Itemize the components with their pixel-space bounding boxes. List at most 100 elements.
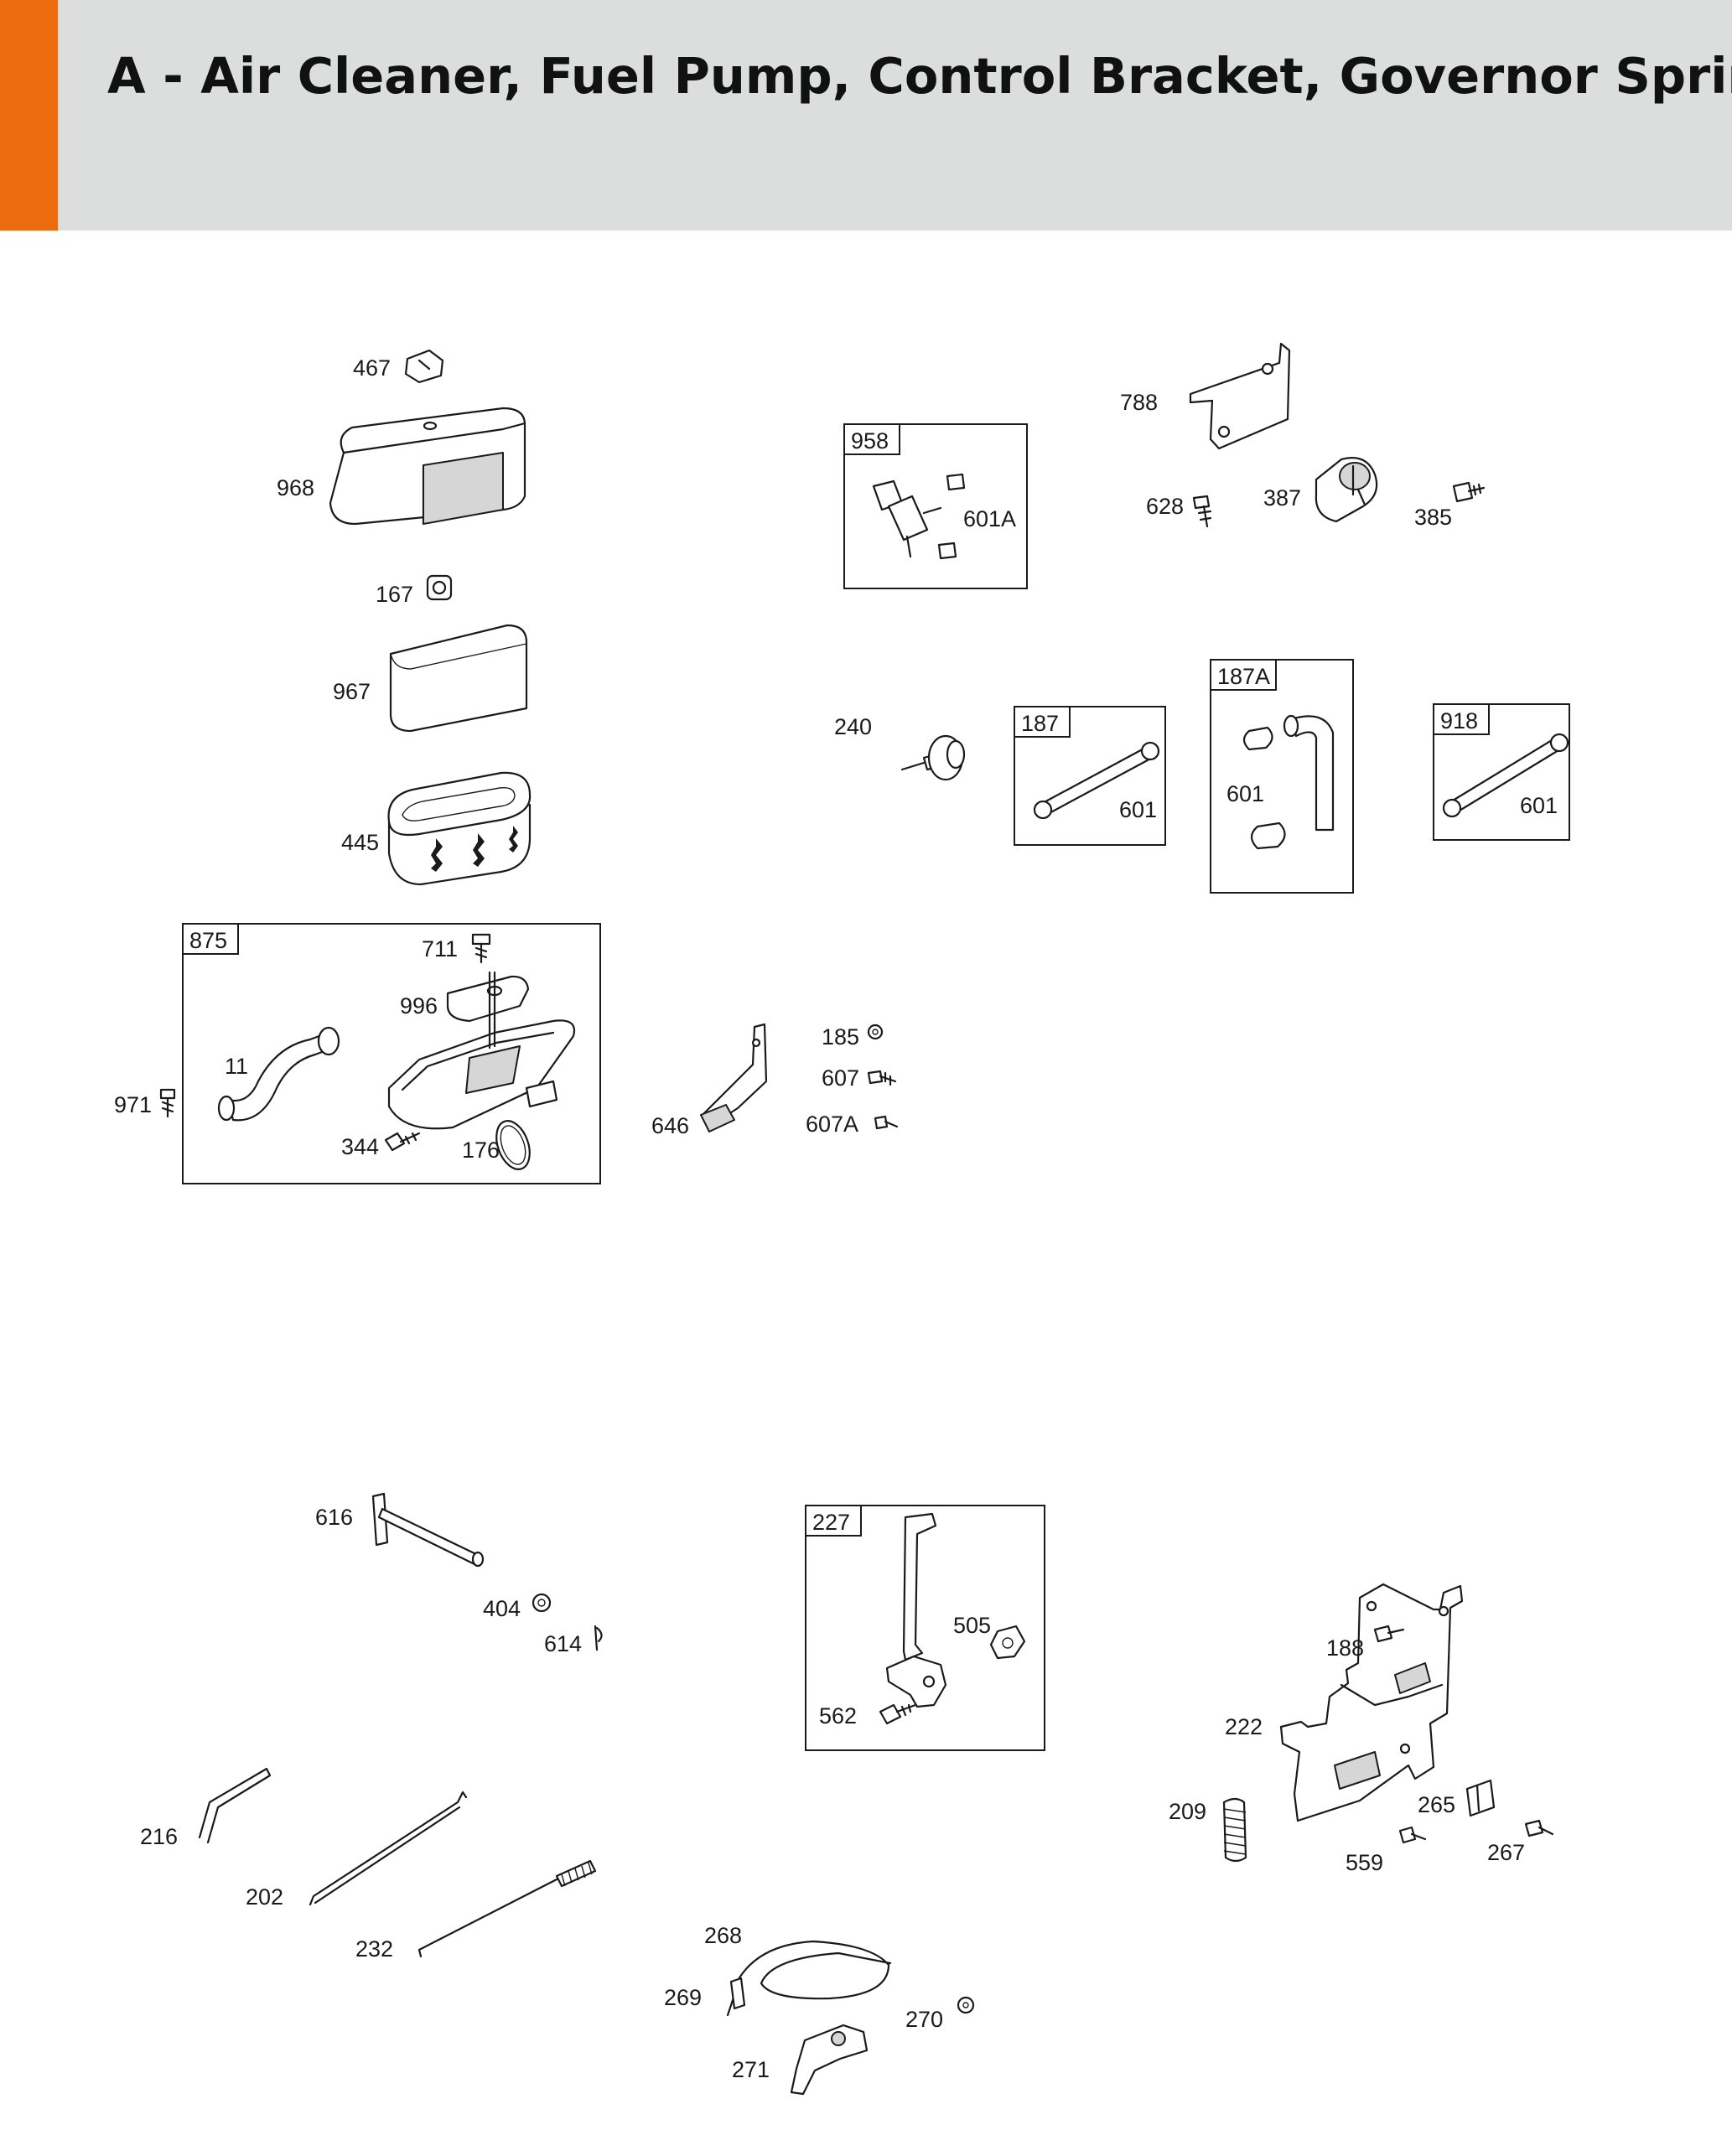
part-607-screw [867, 1070, 897, 1086]
callout-967: 967 [333, 679, 371, 704]
callout-267: 267 [1487, 1840, 1525, 1865]
callout-167: 167 [376, 582, 413, 607]
part-167-grommet [426, 574, 453, 601]
callout-562: 562 [819, 1703, 857, 1728]
group-box-875: 875 [182, 923, 601, 1184]
part-967-pre-cleaner [389, 624, 528, 733]
callout-628: 628 [1146, 494, 1184, 519]
part-202-link-rod [309, 1791, 468, 1906]
part-271-control-lever [790, 2024, 869, 2096]
part-222-control-bracket [1279, 1583, 1464, 1822]
part-176-gasket [495, 1120, 531, 1170]
callout-505: 505 [953, 1613, 991, 1638]
callout-222: 222 [1225, 1714, 1263, 1739]
callout-445: 445 [341, 830, 379, 855]
part-918-fuel-line [1442, 733, 1569, 818]
callout-711: 711 [422, 936, 458, 961]
callout-607A: 607A [806, 1112, 858, 1137]
part-265-clip [1465, 1779, 1496, 1817]
callout-344: 344 [341, 1134, 379, 1159]
part-269-fitting [729, 1977, 746, 2010]
part-971-screw [159, 1088, 176, 1118]
part-209-spring [1222, 1797, 1247, 1863]
part-187-fuel-line [1033, 741, 1160, 820]
svg-text:918: 918 [1440, 708, 1478, 733]
callout-788: 788 [1120, 390, 1158, 415]
callout-614: 614 [544, 1631, 582, 1656]
callout-209: 209 [1169, 1799, 1206, 1824]
svg-text:958: 958 [851, 428, 889, 453]
svg-text:875: 875 [189, 928, 227, 953]
part-614-clip [594, 1625, 603, 1651]
callout-971: 971 [114, 1092, 152, 1117]
callout-232: 232 [355, 1936, 393, 1962]
svg-text:227: 227 [812, 1510, 850, 1535]
callout-616: 616 [315, 1505, 353, 1530]
part-185-nut [867, 1024, 884, 1040]
part-607A-screw [874, 1115, 899, 1130]
part-216-link [198, 1767, 272, 1844]
part-187A-elbow-hose [1242, 714, 1335, 850]
callout-269: 269 [664, 1985, 702, 2010]
callout-559: 559 [1346, 1850, 1383, 1875]
part-616-governor-shaft [371, 1492, 485, 1568]
part-875-base [387, 971, 576, 1130]
callout-385: 385 [1414, 505, 1452, 530]
callout-467: 467 [353, 355, 391, 381]
group-box-187A: 187A [1210, 659, 1354, 894]
group-box-958: 958 [843, 423, 1028, 589]
callout-996: 996 [400, 993, 438, 1018]
callout-968: 968 [277, 475, 314, 500]
part-188-screw [1373, 1625, 1405, 1643]
orange-accent-bar [0, 0, 58, 231]
callout-240: 240 [834, 714, 872, 739]
part-11-elbow-tube [217, 1026, 340, 1122]
callout-11: 11 [225, 1054, 248, 1079]
part-268-cable [726, 1940, 892, 2017]
page-header: A - Air Cleaner, Fuel Pump, Control Brac… [0, 0, 1732, 231]
part-958-fuel-shutoff [872, 473, 966, 560]
callout-188: 188 [1326, 1635, 1364, 1661]
callout-265: 265 [1418, 1792, 1455, 1817]
part-505-nut [989, 1625, 1026, 1660]
part-559-screw [1398, 1826, 1427, 1844]
part-227-governor-lever [885, 1512, 947, 1708]
part-788-bracket [1189, 342, 1291, 450]
group-box-227: 227 [805, 1505, 1045, 1751]
group-box-187: 187 [1014, 706, 1166, 846]
callout-607: 607 [822, 1065, 859, 1091]
callout-387: 387 [1263, 485, 1301, 510]
part-387-fuel-pump [1315, 457, 1378, 523]
callout-270: 270 [905, 2007, 943, 2032]
part-240-fuel-filter [900, 734, 966, 781]
callout-185: 185 [822, 1024, 859, 1049]
part-232-spring-rod [417, 1859, 597, 1958]
part-270-nut [957, 1996, 975, 2014]
page-title: A - Air Cleaner, Fuel Pump, Control Brac… [107, 47, 1732, 105]
callout-404: 404 [483, 1596, 521, 1621]
callout-176: 176 [462, 1138, 500, 1163]
callout-601A: 601A [963, 506, 1016, 531]
callout-271: 271 [732, 2057, 770, 2082]
callout-601-187: 601 [1119, 797, 1157, 822]
part-711-screw [471, 933, 491, 964]
part-344-screw [384, 1132, 421, 1152]
callout-202: 202 [246, 1884, 283, 1910]
part-628-screw [1192, 495, 1212, 528]
callout-labels: 467 968 167 967 445 711 996 11 971 344 1… [114, 355, 1558, 2082]
callout-601-187A: 601 [1226, 781, 1264, 806]
callout-646: 646 [651, 1113, 689, 1138]
svg-text:187: 187 [1021, 711, 1059, 736]
group-box-918: 918 [1433, 703, 1570, 841]
exploded-parts-diagram: 875 958 187 187A 918 227 [114, 342, 1570, 2096]
part-562-bolt [879, 1703, 917, 1725]
part-385-screw [1452, 481, 1486, 503]
part-445-filter [387, 771, 532, 886]
callout-268: 268 [704, 1923, 742, 1948]
part-467-knob [404, 349, 444, 384]
part-968-cover [329, 407, 526, 526]
part-646-bracket [700, 1023, 768, 1132]
callout-601-918: 601 [1520, 793, 1558, 818]
part-267-screw [1524, 1819, 1554, 1837]
svg-text:187A: 187A [1217, 664, 1270, 689]
